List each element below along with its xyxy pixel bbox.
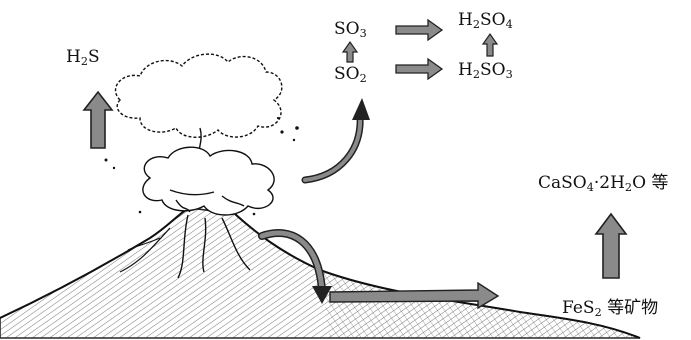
label-h2s: H2S [66,49,100,66]
smoke-cloud [116,54,282,215]
pyrite-to-gypsum-arrow [596,214,626,278]
so3-to-h2so4-arrow [396,20,442,40]
label-pyrite: FeS2 等矿物 [562,300,658,317]
label-h2so3: H2SO3 [458,62,513,79]
label-so3: SO3 [334,21,367,38]
so2-to-h2so3-arrow [396,59,442,79]
h2s-arrow [84,92,112,148]
label-h2so4: H2SO4 [458,12,513,29]
so2-to-so3-arrow [343,42,357,62]
so2-curved-arrow [305,98,370,180]
label-so2: SO2 [334,66,367,83]
label-gypsum: CaSO4·2H2O 等 [538,175,668,192]
h2so3-to-h2so4-arrow [483,34,497,56]
